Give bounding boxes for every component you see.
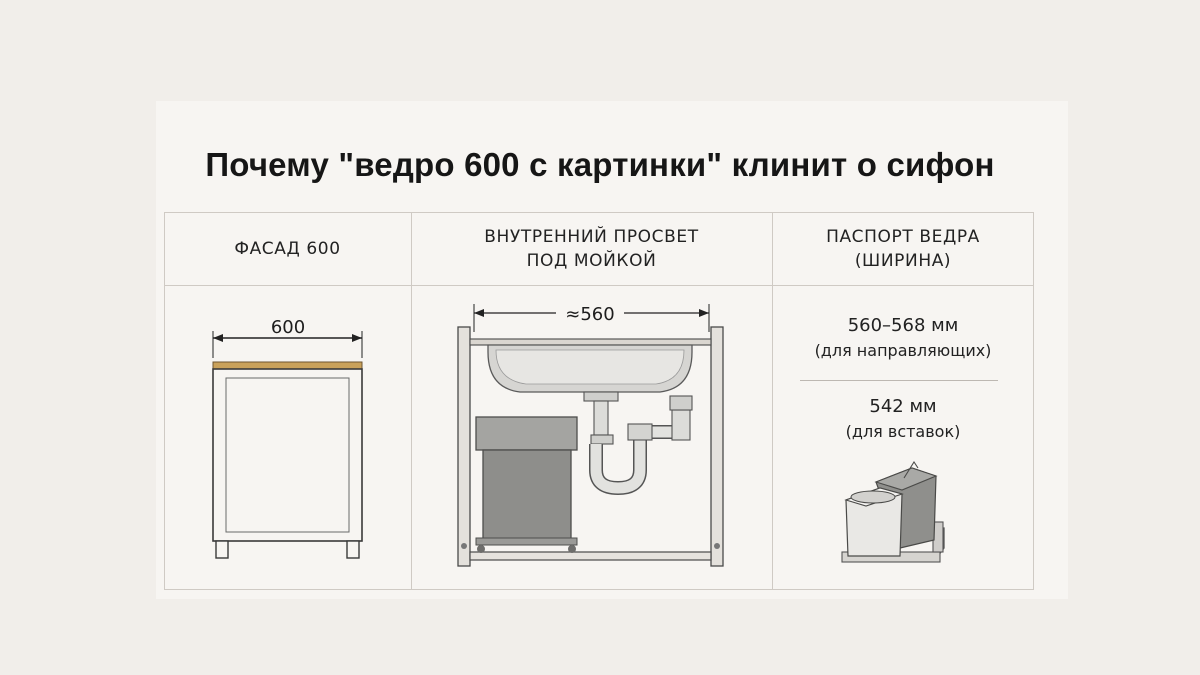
door-panel [225,377,350,533]
spec-insert: 542 мм (для вставок) [772,394,1034,444]
cabinet-body [212,368,363,542]
header-line: ПАСПОРТ ВЕДРА [826,226,980,247]
cabinet-leg-left [215,540,229,559]
column-header-passport: ПАСПОРТ ВЕДРА (ШИРИНА) [772,212,1034,285]
cabinet-leg-right [346,540,360,559]
siphon-outlet-cap [669,395,693,411]
page-title: Почему "ведро 600 с картинки" клинит о с… [205,146,995,183]
bin-wheel-left [477,545,485,553]
spec-rail-value: 560–568 мм [847,315,959,336]
cabinet-side-left [457,326,471,567]
header-line: ПОД МОЙКОЙ [526,250,657,271]
siphon-coupler [627,423,653,441]
cabinet-side-right [710,326,724,567]
bottom-shelf [469,551,712,561]
facade-dimension-label: 600 [271,317,305,338]
header-line: ФАСАД 600 [234,238,341,259]
trash-bin-body [482,449,572,543]
bin-wheel-right [568,545,576,553]
header-row-divider [164,285,1034,286]
trash-bin-rim [475,416,578,451]
header-line: (ШИРИНА) [854,250,952,271]
column-divider-1 [411,212,412,590]
comparison-table [164,212,1034,590]
spec-divider [800,380,998,381]
interior-dimension-label: ≈560 [565,304,614,325]
column-divider-2 [772,212,773,590]
spec-rail: 560–568 мм (для направляющих) [772,313,1034,363]
column-header-facade: ФАСАД 600 [164,212,411,285]
hinge-right [714,543,720,549]
spec-insert-note: (для вставок) [845,422,961,441]
spec-insert-value: 542 мм [869,396,937,417]
spec-rail-note: (для направляющих) [814,341,992,360]
header-line: ВНУТРЕННИЙ ПРОСВЕТ [484,226,699,247]
column-header-interior: ВНУТРЕННИЙ ПРОСВЕТ ПОД МОЙКОЙ [411,212,772,285]
siphon-u-trap [590,444,646,494]
hinge-left [461,543,467,549]
